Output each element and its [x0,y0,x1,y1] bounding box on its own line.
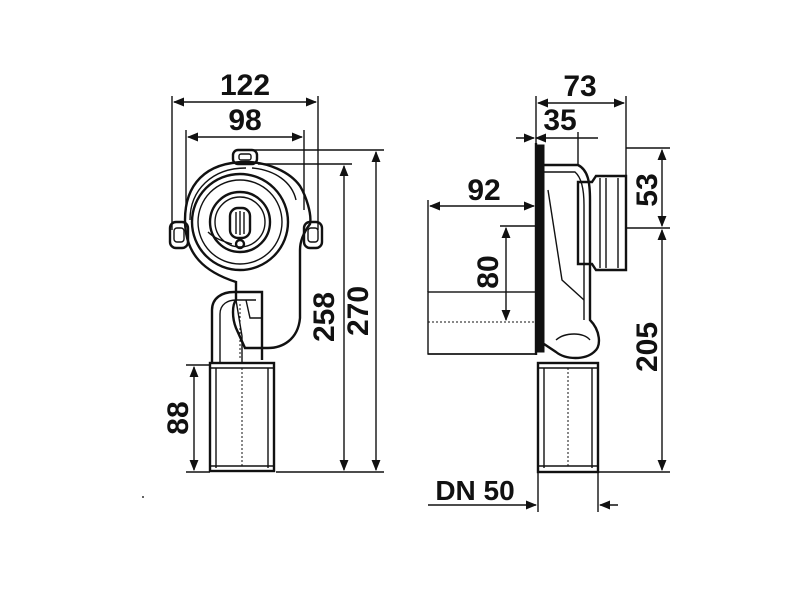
dn50-label: DN 50 [435,475,514,506]
siphon-body-outline [183,160,312,350]
dimension-53-label: 53 [631,173,664,206]
side-outlet-pipe [536,361,600,474]
dimension-98-label: 98 [228,104,261,137]
dimension-270-label: 270 [342,286,375,336]
front-view: 122 98 258 270 88 [162,69,384,473]
dimension-35-label: 35 [543,104,576,137]
dimension-88-label: 88 [162,401,195,434]
siphon-side-body [543,163,601,360]
drain-insert [228,206,252,240]
dimension-205-label: 205 [631,322,664,372]
horizontal-tube [427,291,537,355]
dimension-73-label: 73 [563,70,596,103]
dimension-92-label: 92 [467,174,500,207]
dimension-258-label: 258 [308,292,341,342]
right-mounting-tab [302,220,324,250]
outlet-pipe [208,361,276,473]
elbow-pipe [210,290,264,362]
side-view: 73 35 92 80 53 205 DN 50 [427,70,670,512]
dimension-122-label: 122 [220,69,270,102]
dimension-80-label: 80 [472,255,505,288]
left-mounting-tab [168,220,190,250]
drain-inner-ring [208,190,272,254]
outlet-connector [576,174,628,272]
drain-outer-ring [190,172,290,272]
drain-screw [234,238,246,250]
top-mounting-tab [231,148,259,166]
